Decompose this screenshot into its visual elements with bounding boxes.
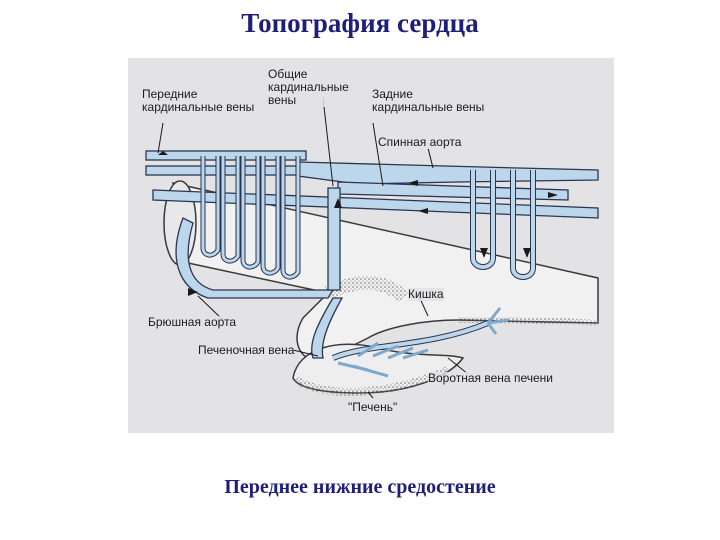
label-ventral-aorta: Брюшная аорта: [148, 315, 237, 329]
label-anterior-cardinal-veins: Передние кардинальные вены: [142, 87, 255, 114]
aortic-arches: [200, 156, 301, 280]
label-posterior-cardinal-veins: Задние кардинальные вены: [372, 87, 485, 114]
heart-topography-diagram: Передние кардинальные вены Общие кардина…: [128, 58, 614, 433]
dorsal-loops: [470, 170, 536, 280]
label-hepatic-portal-vein: Воротная вена печени: [428, 371, 553, 385]
hepatic-portal-vein-vessel: [331, 307, 509, 378]
flow-arrows: [158, 151, 558, 296]
label-liver: "Печень": [348, 400, 398, 414]
hepatic-vein-vessel: [311, 297, 344, 359]
diagram-drawing: [145, 97, 599, 399]
slide-title: Топография сердца: [241, 8, 479, 38]
label-hepatic-vein: Печеночная вена: [198, 343, 295, 357]
label-common-cardinal-veins: Общие кардинальные вены: [268, 67, 349, 107]
slide-caption: Переднее нижние средостение: [224, 476, 496, 498]
label-intestine: Кишка: [408, 287, 444, 301]
label-dorsal-aorta: Спинная аорта: [378, 135, 462, 149]
ventral-aorta-vessel: [175, 187, 341, 299]
